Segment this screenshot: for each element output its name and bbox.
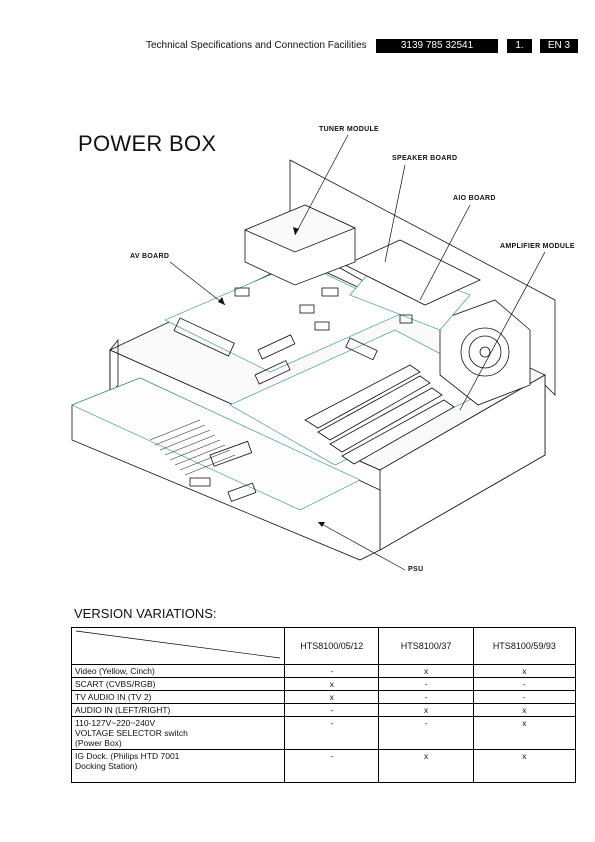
figure-title: POWER BOX xyxy=(78,131,217,156)
version-variations-table: HTS8100/05/12 HTS8100/37 HTS8100/59/93 V… xyxy=(71,627,577,783)
value-cell: - xyxy=(283,664,380,678)
column-header: HTS8100/05/12 xyxy=(283,627,380,665)
table-row: Video (Yellow, Cinch) - x x xyxy=(71,664,577,678)
value-cell: - xyxy=(378,690,474,704)
value-cell: x xyxy=(378,749,474,783)
value-cell: - xyxy=(472,677,577,691)
diagonal-line xyxy=(75,630,281,659)
value-cell: x xyxy=(283,677,380,691)
feature-cell: IG Dock. (Philips HTD 7001 Docking Stati… xyxy=(71,749,285,783)
page-box: EN 3 xyxy=(540,39,578,53)
column-header: HTS8100/59/93 xyxy=(472,627,577,665)
value-cell: - xyxy=(283,703,380,717)
table-row: IG Dock. (Philips HTD 7001 Docking Stati… xyxy=(71,749,577,783)
header-section-title: Technical Specifications and Connection … xyxy=(146,40,367,51)
feature-cell: TV AUDIO IN (TV 2) xyxy=(71,690,285,704)
diagonal-header-cell xyxy=(71,627,285,665)
callout-aio-board: AIO BOARD xyxy=(453,195,496,202)
callout-tuner-module: TUNER MODULE xyxy=(319,126,379,133)
callout-psu: PSU xyxy=(408,566,424,573)
feature-cell: AUDIO IN (LEFT/RIGHT) xyxy=(71,703,285,717)
table-row: SCART (CVBS/RGB) x - - xyxy=(71,677,577,691)
value-cell: - xyxy=(283,749,380,783)
feature-cell: 110-127V~220~240V VOLTAGE SELECTOR switc… xyxy=(71,716,285,750)
value-cell: - xyxy=(472,690,577,704)
value-cell: x xyxy=(472,703,577,717)
chapter-box: 1. xyxy=(507,39,532,53)
value-cell: x xyxy=(472,664,577,678)
version-variations-heading: VERSION VARIATIONS: xyxy=(74,606,217,621)
callout-av-board: AV BOARD xyxy=(130,253,170,260)
table-header-row: HTS8100/05/12 HTS8100/37 HTS8100/59/93 xyxy=(71,627,577,665)
doc-number-box: 3139 785 32541 xyxy=(376,39,498,53)
value-cell: - xyxy=(283,716,380,750)
value-cell: - xyxy=(378,677,474,691)
value-cell: x xyxy=(472,749,577,783)
value-cell: x xyxy=(472,716,577,750)
callout-speaker-board: SPEAKER BOARD xyxy=(392,155,458,162)
column-header: HTS8100/37 xyxy=(378,627,474,665)
feature-cell: SCART (CVBS/RGB) xyxy=(71,677,285,691)
table-row: 110-127V~220~240V VOLTAGE SELECTOR switc… xyxy=(71,716,577,750)
callout-amplifier-module: AMPLIFIER MODULE xyxy=(500,243,575,250)
value-cell: x xyxy=(283,690,380,704)
table-row: TV AUDIO IN (TV 2) x - - xyxy=(71,690,577,704)
power-box-exploded-drawing xyxy=(71,134,556,571)
feature-cell: Video (Yellow, Cinch) xyxy=(71,664,285,678)
table-row: AUDIO IN (LEFT/RIGHT) - x x xyxy=(71,703,577,717)
value-cell: - xyxy=(378,716,474,750)
value-cell: x xyxy=(378,664,474,678)
value-cell: x xyxy=(378,703,474,717)
